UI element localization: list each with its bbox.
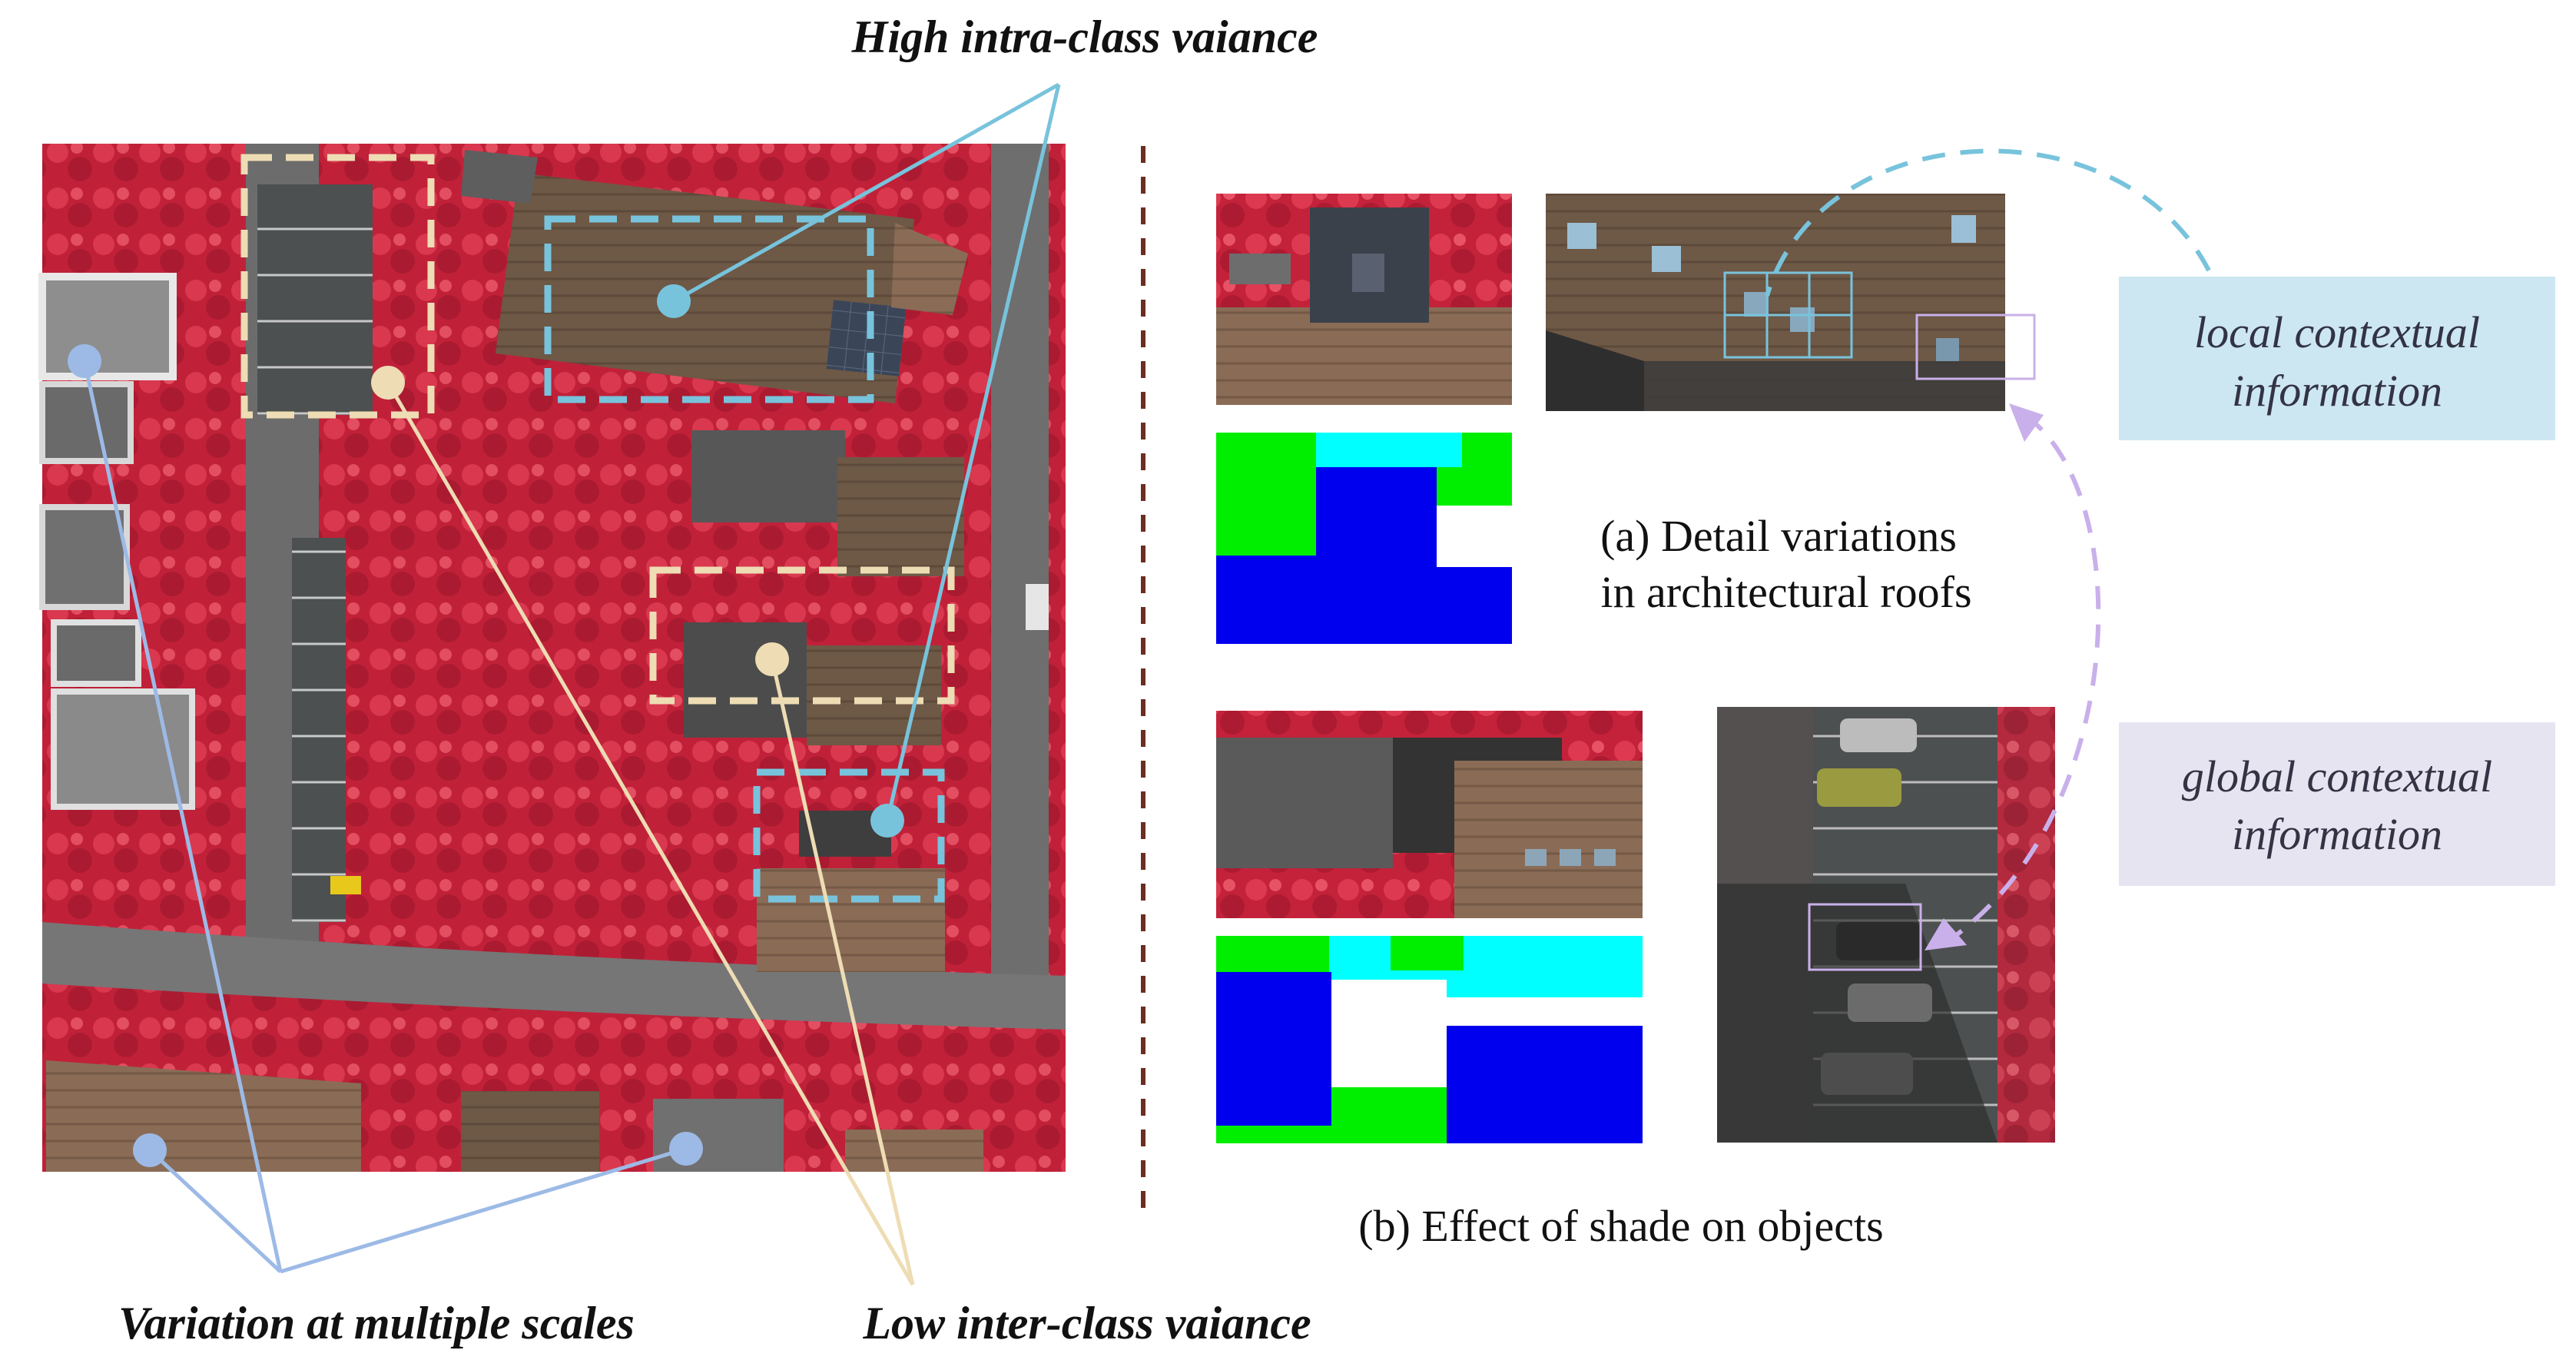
roof-brown-bottom — [757, 868, 945, 972]
parked-car — [1817, 768, 1901, 807]
skylight — [1567, 223, 1596, 249]
global-context-line1: global contextual — [2182, 751, 2492, 801]
arrowhead-global-top — [2009, 403, 2044, 442]
roof-shadowed — [684, 622, 807, 738]
local-context-bg — [2119, 277, 2555, 440]
skylight — [1951, 215, 1976, 243]
yellow-car — [330, 876, 361, 894]
callout-lines — [82, 82, 1061, 1286]
house-left-2 — [39, 381, 134, 464]
roof-small-top — [461, 150, 538, 204]
panel-a: (a) Detail variations in architectural r… — [1216, 194, 2036, 644]
local-context-line2: information — [2232, 366, 2442, 416]
parked-car — [1848, 984, 1932, 1022]
parking-strip — [292, 538, 346, 922]
marker-scale-3 — [669, 1132, 703, 1166]
line-intra-2 — [885, 84, 1061, 821]
roof-building-top — [496, 173, 914, 403]
local-context-box: local contextual information — [2119, 277, 2555, 440]
line-scale-2 — [148, 1149, 282, 1273]
road-curved — [42, 922, 1066, 1030]
marker-inter-2 — [755, 642, 789, 676]
marker-scale-1 — [68, 344, 101, 378]
line-scale-3 — [280, 1146, 687, 1274]
caption-b: (b) Effect of shade on objects — [1358, 1201, 1883, 1251]
label-high-intra: High intra-class vaiance — [851, 12, 1318, 62]
parked-car — [1821, 1053, 1913, 1095]
global-context-line2: information — [2232, 809, 2442, 859]
line-inter-2 — [770, 658, 915, 1285]
roof-bottom-middle — [461, 1091, 599, 1172]
roof-bottom-far — [845, 1130, 983, 1172]
skylight — [1744, 292, 1769, 317]
marker-inter-1 — [371, 366, 405, 400]
crop-b-parking — [1717, 707, 2055, 1143]
parked-car — [1836, 922, 1921, 960]
parking-lot — [257, 184, 373, 415]
white-car — [1026, 584, 1049, 630]
roof-bottom-left — [46, 1060, 361, 1172]
crop-a-roof — [1546, 194, 2036, 411]
panel-b: (b) Effect of shade on objects — [1216, 707, 2055, 1251]
global-box-parking — [1808, 903, 1922, 971]
roof-gray-middle — [691, 430, 845, 522]
global-context-bg — [2119, 722, 2555, 886]
caption-a-line2: in architectural roofs — [1600, 567, 1971, 617]
marker-intra-2 — [870, 804, 904, 838]
dashed-box-roof-lower — [753, 768, 945, 903]
arrowhead-global-bottom — [1925, 918, 1967, 950]
skylight — [1652, 246, 1681, 272]
local-grid — [1723, 271, 1853, 359]
local-context-line1: local contextual — [2194, 307, 2480, 357]
callout-markers — [68, 284, 904, 1167]
parked-car — [1840, 718, 1917, 752]
road-right — [991, 144, 1049, 989]
line-inter-1 — [386, 381, 915, 1286]
aerial-image — [38, 144, 1066, 1172]
house-left-3 — [39, 504, 130, 610]
roof-corner — [891, 223, 968, 315]
dashed-box-parking — [240, 154, 435, 419]
dashed-box-shadow — [649, 566, 955, 705]
line-scale-1 — [82, 360, 283, 1272]
arrow-local — [1765, 148, 2211, 297]
segmentation-b — [1216, 936, 1643, 1143]
skylight — [1936, 338, 1959, 361]
house-left-1 — [38, 273, 177, 380]
crop-a-image — [1216, 194, 1512, 405]
skylight — [1790, 307, 1815, 332]
roof-bottom-right — [653, 1099, 784, 1172]
context-arrows — [1765, 148, 2211, 950]
line-intra-1 — [672, 82, 1060, 304]
global-box-roof — [1915, 313, 2036, 380]
global-context-box: global contextual information — [2119, 722, 2555, 886]
roof-brown-lower — [807, 645, 941, 745]
label-multi-scale: Variation at multiple scales — [118, 1298, 635, 1348]
label-low-inter: Low inter-class vaiance — [862, 1298, 1311, 1348]
caption-a-line1: (a) Detail variations — [1600, 511, 1957, 561]
crop-b-image — [1216, 711, 1643, 918]
marker-scale-2 — [133, 1133, 167, 1167]
dashed-box-roof-top — [544, 215, 874, 403]
marker-intra-1 — [657, 284, 691, 318]
roof-brown-middle — [837, 457, 964, 576]
house-left-5 — [51, 688, 195, 810]
house-left-4 — [51, 619, 141, 687]
segmentation-a — [1216, 433, 1512, 644]
solar-panels — [826, 300, 907, 377]
